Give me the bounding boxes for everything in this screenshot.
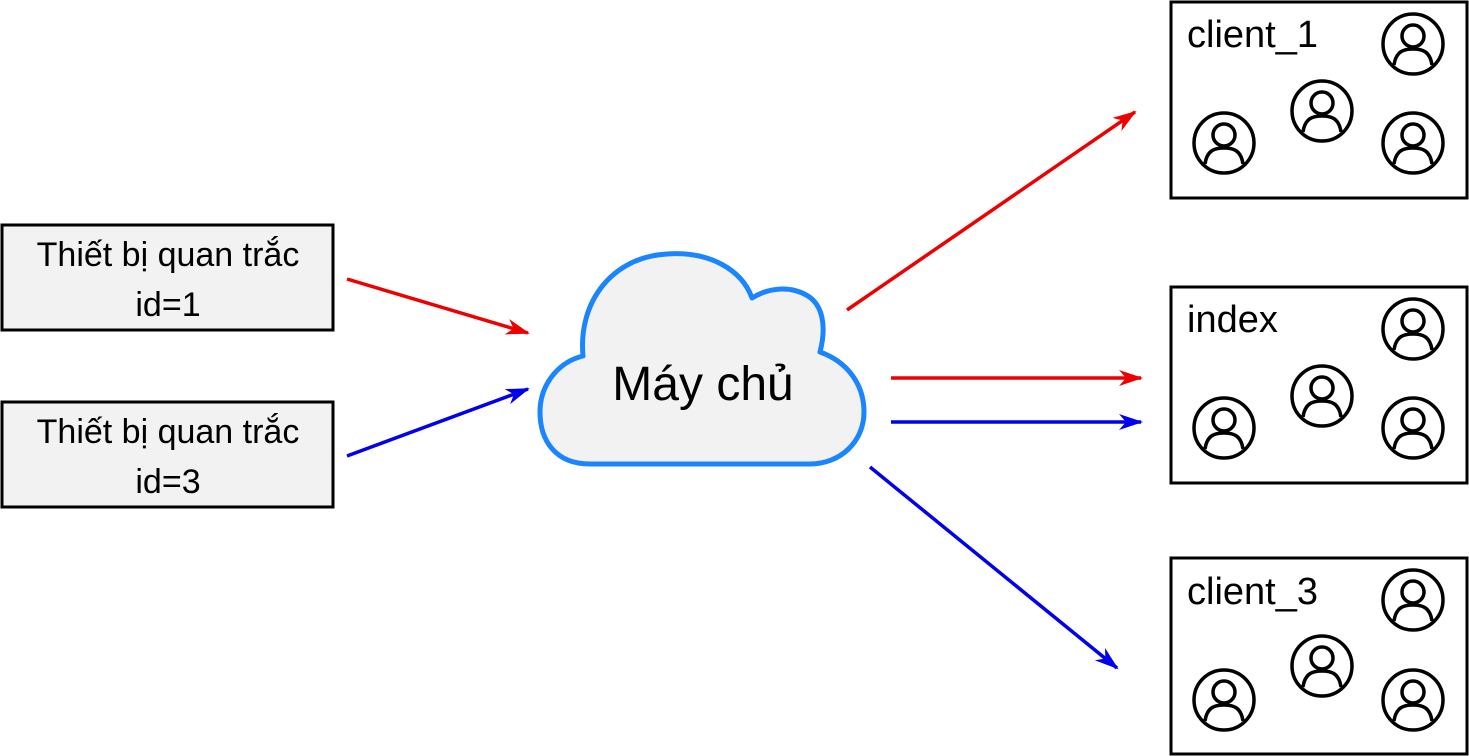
device-box-1: Thiết bị quan trắc id=1 (0, 223, 335, 332)
user-icon (1381, 111, 1445, 175)
group-label-client-1: client_1 (1187, 14, 1318, 56)
arrow-server-to-client1 (846, 110, 1137, 312)
device-box-3: Thiết bị quan trắc id=3 (0, 400, 335, 509)
user-icon (1381, 396, 1445, 460)
user-icon (1290, 364, 1354, 428)
arrow-server-to-client3 (868, 465, 1119, 670)
device-3-id: id=3 (135, 463, 200, 501)
user-icon (1192, 668, 1256, 732)
user-icon (1381, 668, 1445, 732)
group-label-client-3: client_3 (1187, 571, 1318, 613)
user-icon (1290, 634, 1354, 698)
user-icon (1381, 568, 1445, 632)
group-box-client-1: client_1 (1169, 0, 1469, 200)
arrow-device3-to-server (346, 387, 530, 458)
user-icon (1192, 111, 1256, 175)
group-box-index: index (1169, 285, 1469, 485)
server-label: Máy chủ (612, 358, 793, 411)
group-label-index: index (1187, 299, 1278, 341)
group-box-client-3: client_3 (1169, 556, 1469, 756)
device-1-id: id=1 (135, 286, 200, 324)
server-cloud: Máy chủ (537, 251, 867, 467)
cloud-icon (537, 251, 867, 467)
arrow-device1-to-server (346, 277, 530, 335)
user-icon (1290, 79, 1354, 143)
user-icon (1381, 12, 1445, 76)
user-icon (1192, 396, 1256, 460)
device-3-name: Thiết bị quan trắc (37, 413, 300, 451)
user-icon (1381, 297, 1445, 361)
device-1-name: Thiết bị quan trắc (37, 236, 300, 274)
